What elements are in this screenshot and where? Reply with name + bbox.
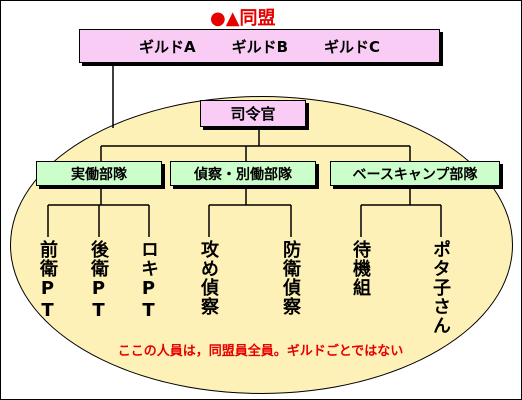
guild-c-label: ギルドC [324, 37, 381, 56]
unit-attack-recon: 攻め偵察 [198, 240, 219, 316]
alliance-title: ●▲同盟 [210, 8, 276, 29]
membership-note: ここの人員は，同盟員全員。ギルドごとではない [117, 344, 404, 359]
command-box: 司令官 [200, 100, 306, 127]
guild-bar: ギルドA ギルドB ギルドC [79, 29, 440, 63]
unit-vanguard: 前衛PT [37, 240, 58, 322]
department-box-field: 実働部隊 [36, 161, 162, 186]
unit-portal: ポタ子さん [430, 240, 451, 335]
unit-rearguard: 後衛PT [88, 240, 109, 322]
guild-b-label: ギルドB [231, 37, 289, 56]
department-box-recon: 偵察・別働部隊 [170, 161, 316, 186]
unit-loki: ロキPT [138, 240, 159, 322]
unit-standby: 待機組 [350, 240, 371, 297]
department-box-basecamp: ベースキャンプ部隊 [330, 161, 500, 186]
guild-a-label: ギルドA [138, 37, 196, 56]
unit-defense-recon: 防衛偵察 [280, 240, 301, 316]
